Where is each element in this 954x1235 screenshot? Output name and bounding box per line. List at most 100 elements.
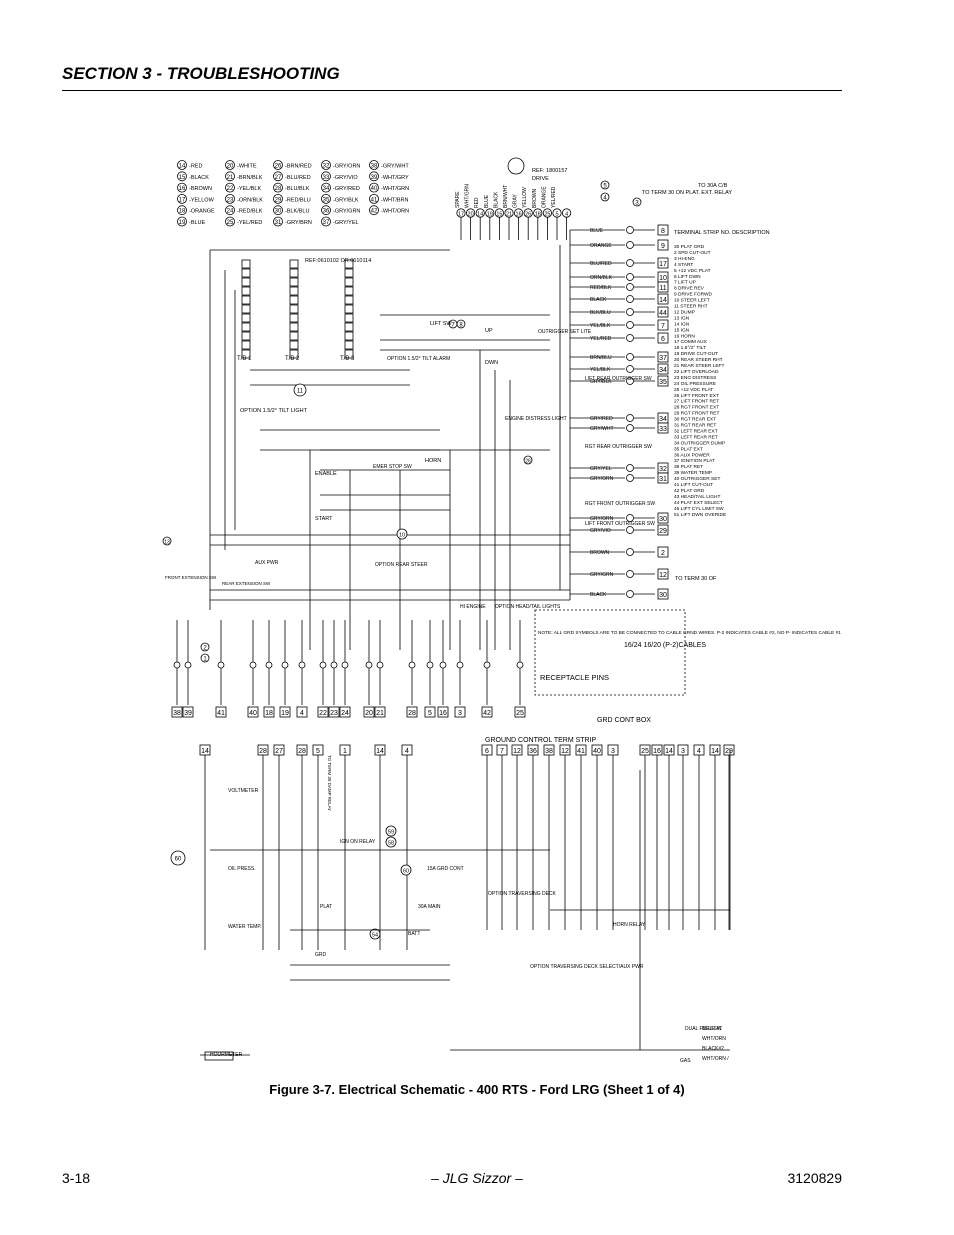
connector-circle	[365, 661, 373, 669]
hi-engine-label: HI ENGINE	[460, 604, 486, 610]
lift-front-outrigger-label: LIFT FRONT OUTRIGGER SW	[585, 521, 655, 527]
top-wire-label: WHT/GRN	[465, 184, 471, 208]
terminal-description: 38 PLAT RET	[674, 464, 703, 470]
wire-number: 23	[227, 197, 234, 203]
terminal-description: 7 LIFT UP	[674, 280, 696, 286]
wire-number: 29	[275, 197, 282, 203]
right-wire-label: YEL/BLK	[590, 367, 611, 373]
right-terminal-box	[657, 351, 669, 363]
terminal-board-box	[344, 349, 354, 359]
terminal-number: 28	[298, 748, 306, 755]
rgt-rear-outrigger-label: RGT REAR OUTRIGGER SW	[585, 444, 652, 450]
right-wire-label: BROWN	[590, 550, 610, 556]
connector-circle	[626, 259, 634, 267]
terminal-number: 6	[485, 748, 489, 755]
terminal-number: 37	[659, 355, 667, 362]
right-wire-label: GRY/RED	[590, 416, 613, 422]
wire-number-circle	[225, 194, 235, 204]
wire-color-name: -WHITE	[237, 164, 257, 170]
bottom-terminal-box	[182, 706, 194, 718]
callout-circle	[456, 319, 466, 329]
terminal-board-box	[241, 322, 251, 332]
terminal-board-box	[241, 259, 251, 269]
terminal-description: 9 DRIVE FORWD	[674, 292, 713, 298]
front-extension-label: FRONT EXTENSION SW	[165, 575, 217, 580]
bottom-terminal-box	[263, 706, 275, 718]
callout-number: 54	[372, 933, 378, 939]
callout-circle	[200, 653, 210, 663]
terminal-description: 27 LIFT FRONT RET	[674, 399, 719, 405]
rear-extension-label: REAR EXTENSION SW	[222, 581, 271, 586]
wire-color-name: -YEL/BLK	[237, 186, 261, 192]
hourmeter-box	[204, 1051, 234, 1061]
terminal-board-box	[241, 277, 251, 287]
wire-color-name: -YEL/RED	[237, 220, 262, 226]
wire-color-name: -GRY/WHT	[381, 164, 409, 170]
terminal-number: 16	[439, 710, 447, 717]
terminal-board-box	[241, 268, 251, 278]
wire-color-name: -BROWN	[189, 186, 212, 192]
terminal-number: 23	[330, 710, 338, 717]
terminal-number: 14	[376, 748, 384, 755]
terminal-number: 1	[343, 748, 347, 755]
callout-number: 1	[203, 657, 207, 663]
wire-number: 30	[275, 209, 282, 215]
terminal-description: 35 PLAT EXT	[674, 446, 703, 452]
bottom-terminal-box	[215, 706, 227, 718]
wire-number: 22	[227, 186, 234, 192]
connector-circle	[281, 661, 289, 669]
wire-number: 38	[371, 164, 378, 170]
terminal-description: 10 STEER LEFT	[674, 298, 710, 304]
bottom-terminal-box	[328, 706, 340, 718]
callout-number: 59	[388, 830, 394, 836]
callout-circle	[170, 850, 186, 866]
wire-number: 39	[371, 175, 378, 181]
terminal-board-box	[241, 340, 251, 350]
terminal-number: 2	[661, 550, 665, 557]
grd-cont-15a-label: 15A GRD CONT	[427, 866, 464, 872]
callout-number: 10	[399, 533, 405, 539]
connector-circle	[426, 661, 434, 669]
terminal-board-box	[241, 286, 251, 296]
callout-number: 58	[388, 841, 394, 847]
right-wire-label: YEL/RED	[590, 336, 612, 342]
terminal-description: 30 PLAT GRD	[674, 244, 705, 250]
footer-center-text: – JLG Sizzor –	[431, 1170, 523, 1186]
note-label: NOTE: ALL GRD SYMBOLS ARE TO BE CONNECTE…	[538, 630, 841, 636]
wire-number-circle	[177, 205, 187, 216]
terminal-description: 2 SPD CUT-OUT	[674, 250, 711, 256]
terminal-strip-header: TERMINAL STRIP NO. DESCRIPTION	[674, 230, 770, 236]
wire-number-circle	[273, 182, 283, 193]
top-wire-label: ORANGE	[541, 186, 547, 208]
terminal-number: 28	[259, 748, 267, 755]
horn-label: HORN	[425, 458, 441, 464]
callout-circle	[385, 836, 397, 848]
start-label: START	[315, 516, 333, 522]
wire-number-circle	[321, 194, 331, 204]
callout-circle	[293, 383, 307, 397]
wire-number-circle	[321, 205, 331, 216]
top-wire-label: SPARE	[455, 191, 461, 208]
terminal-number: 5	[428, 710, 432, 717]
ground-control-term-strip-label: GROUND CONTROL TERM STRIP	[485, 737, 597, 744]
right-wire-label: RED/BLK	[590, 285, 612, 291]
wire-color-name: -GRY/RED	[333, 186, 360, 192]
wire-number: 32	[323, 164, 330, 170]
to-term-damp-relay-label: TO TERM 30 DAMP RELAY	[327, 755, 332, 811]
terminal-number: 7	[661, 323, 665, 330]
terminal-number: 17	[659, 261, 667, 268]
terminal-board-box	[344, 268, 354, 278]
top-terminal-number: 19	[487, 212, 493, 218]
wire-number: 14	[179, 164, 186, 170]
terminal-board-box	[344, 295, 354, 305]
wire-number: 37	[323, 220, 330, 226]
wire-number-circle	[369, 160, 379, 170]
wire-color-legend: 14-RED15-BLACK16-BROWN17-YELLOW18-ORANGE…	[177, 160, 409, 227]
wire-color-name: -ORANGE	[189, 209, 215, 215]
terminal-number: 22	[319, 710, 327, 717]
wire-number-circle	[225, 182, 235, 193]
connector-circle	[626, 414, 634, 422]
bottom-terminal-box	[247, 706, 259, 718]
